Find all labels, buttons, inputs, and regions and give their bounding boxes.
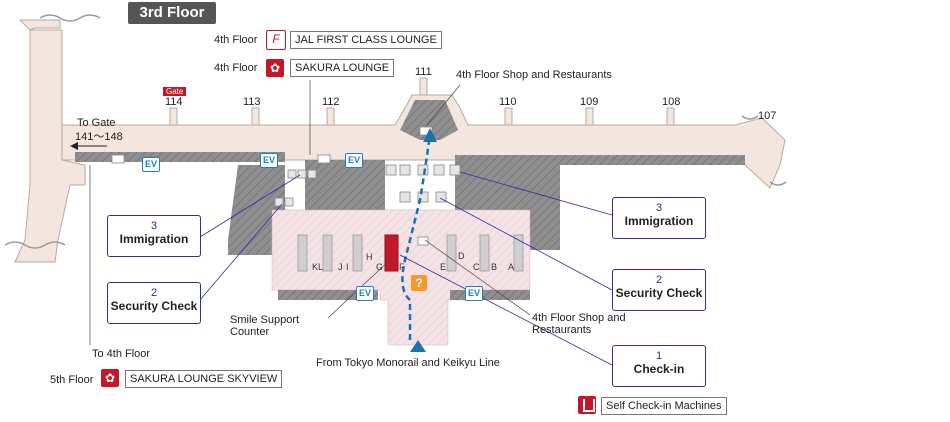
to-gate-range: 141～148 — [75, 131, 123, 143]
elevator-icon[interactable]: EV — [356, 286, 374, 301]
immigration-callout-left[interactable]: 3 Immigration — [107, 215, 201, 257]
elevator-icon[interactable]: EV — [260, 153, 278, 168]
jal-first-class-lounge[interactable]: JAL FIRST CLASS LOUNGE — [290, 31, 442, 49]
counter-b: B — [491, 262, 498, 272]
step-name: Security Check — [615, 286, 703, 300]
gate-111[interactable]: 111 — [415, 66, 432, 78]
counter-e: E — [440, 262, 447, 272]
shop-restaurants-bottom-label-1: 4th Floor Shop and — [532, 312, 626, 324]
checkin-hall — [271, 209, 531, 346]
step-number: 3 — [150, 220, 158, 232]
gate-112[interactable]: 112 — [322, 96, 340, 108]
sakura-skyview-icon: ✿ — [101, 369, 119, 387]
counter-k: K — [312, 262, 319, 272]
security-check-callout-left[interactable]: 2 Security Check — [107, 282, 201, 324]
restricted-area-left — [228, 165, 285, 255]
gate-107[interactable]: 107 — [758, 110, 777, 122]
floor-title: 3rd Floor — [128, 2, 216, 24]
step-name: Security Check — [110, 299, 198, 313]
sakura-lounge[interactable]: SAKURA LOUNGE — [290, 59, 395, 77]
gate-badge: Gate — [163, 87, 187, 96]
gate-108[interactable]: 108 — [662, 96, 681, 108]
restricted-area-right — [455, 155, 745, 250]
sakura-lounge-icon: ✿ — [266, 59, 284, 77]
to-4th-floor-label: To 4th Floor — [92, 348, 151, 360]
shop-restaurants-top-label: 4th Floor Shop and Restaurants — [456, 69, 612, 81]
counter-c: C — [473, 262, 480, 272]
self-checkin-machines-block — [384, 234, 399, 272]
step-number: 2 — [150, 287, 158, 299]
counter-g: G — [376, 262, 384, 272]
skyview-lounge-floor: 5th Floor — [50, 374, 94, 386]
smile-support-label-1: Smile Support — [230, 314, 300, 326]
self-checkin-icon — [578, 396, 596, 414]
to-gate-label: To Gate — [77, 117, 116, 129]
counter-j: J — [338, 262, 343, 272]
gate-113[interactable]: 113 — [243, 96, 261, 108]
counter-h: H — [366, 252, 373, 262]
from-monorail-label: From Tokyo Monorail and Keikyu Line — [316, 357, 500, 369]
counter-a: A — [508, 262, 515, 272]
elevator-icon[interactable]: EV — [142, 157, 160, 172]
step-number: 3 — [655, 202, 663, 214]
counter-i: I — [346, 262, 349, 272]
step-number: 2 — [655, 274, 663, 286]
immigration-callout-right[interactable]: 3 Immigration — [612, 197, 706, 239]
help-desk-icon[interactable]: ? — [411, 275, 427, 291]
jal-first-class-icon: F — [266, 30, 286, 50]
smile-support-label-2: Counter — [230, 326, 270, 338]
step-name: Check-in — [633, 362, 685, 376]
security-check-callout-right[interactable]: 2 Security Check — [612, 269, 706, 311]
step-name: Immigration — [119, 232, 189, 246]
gate-110[interactable]: 110 — [499, 96, 517, 108]
elevator-icon[interactable]: EV — [345, 153, 363, 168]
counter-f: F — [399, 262, 405, 272]
restricted-area-west — [75, 152, 285, 162]
counter-l: L — [318, 262, 324, 272]
gate-109[interactable]: 109 — [580, 96, 599, 108]
elevator-icon[interactable]: EV — [465, 286, 483, 301]
counter-d: D — [458, 251, 465, 261]
checkin-callout[interactable]: 1 Check-in — [612, 345, 706, 387]
jal-lounge-floor: 4th Floor — [214, 34, 258, 46]
step-number: 1 — [655, 350, 663, 362]
restricted-area-center — [305, 160, 385, 210]
sakura-lounge-skyview[interactable]: SAKURA LOUNGE SKYVIEW — [125, 370, 283, 388]
shop-restaurants-bottom-label-2: Restaurants — [532, 324, 592, 336]
west-pier — [14, 19, 86, 263]
step-name: Immigration — [624, 214, 694, 228]
gate-114[interactable]: 114 — [165, 96, 183, 108]
sakura-lounge-floor: 4th Floor — [214, 62, 258, 74]
self-checkin-legend: Self Check-in Machines — [601, 397, 727, 415]
